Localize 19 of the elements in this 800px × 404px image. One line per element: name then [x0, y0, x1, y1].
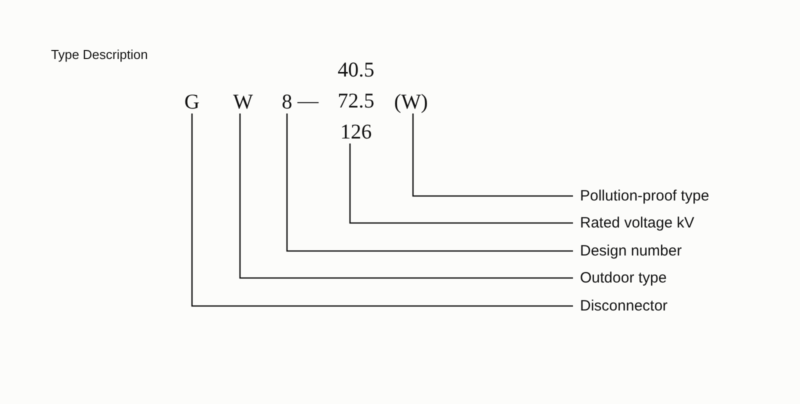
diagram-title: Type Description: [51, 48, 148, 61]
code-letter: G: [184, 92, 200, 112]
description-label: Pollution-proof type: [580, 188, 710, 204]
description-label: Outdoor type: [580, 270, 667, 286]
description-label: Disconnector: [580, 298, 668, 314]
code-letter: W: [233, 92, 253, 112]
code-letter: (W): [394, 92, 428, 112]
code-letter: 8: [282, 92, 292, 112]
voltage-value: 126: [340, 122, 372, 142]
description-label: Design number: [580, 244, 682, 258]
leader-line: [412, 114, 573, 197]
leader-line: [239, 114, 573, 279]
leader-line: [286, 114, 573, 252]
description-label: Rated voltage kV: [580, 216, 694, 230]
voltage-value: 40.5: [338, 60, 374, 80]
leader-line: [191, 114, 573, 307]
separator-dash: —: [298, 90, 318, 112]
voltage-value: 72.5: [338, 90, 374, 112]
leader-line: [349, 144, 573, 224]
